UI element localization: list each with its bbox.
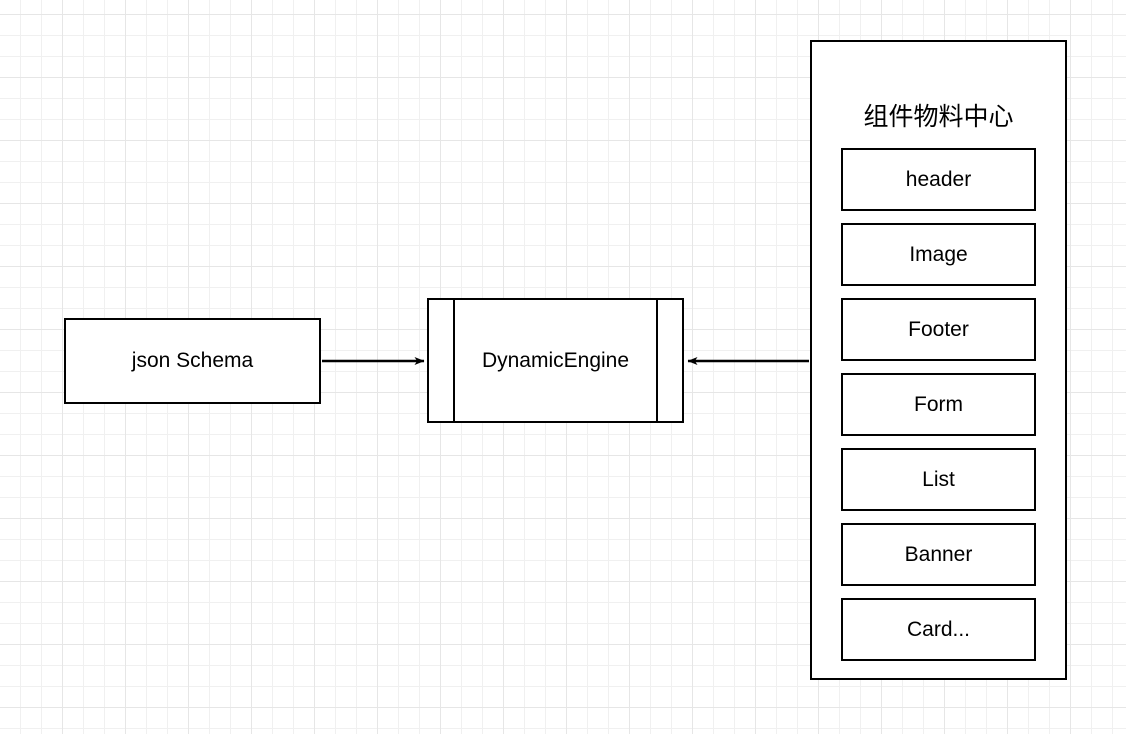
material-item-card[interactable]: Card... bbox=[841, 598, 1036, 661]
material-item-list: header Image Footer Form List Banner Car… bbox=[841, 148, 1036, 661]
material-center-title: 组件物料中心 bbox=[863, 102, 1014, 131]
material-item-image[interactable]: Image bbox=[841, 223, 1036, 286]
material-item-label: header bbox=[905, 167, 972, 191]
node-dynamic-engine-label: DynamicEngine bbox=[481, 349, 630, 372]
node-dynamic-engine[interactable]: DynamicEngine bbox=[427, 298, 684, 423]
process-bar-left bbox=[453, 298, 455, 423]
material-item-label: Card... bbox=[906, 617, 971, 641]
node-json-schema[interactable]: json Schema bbox=[64, 318, 321, 404]
material-item-banner[interactable]: Banner bbox=[841, 523, 1036, 586]
material-item-label: List bbox=[922, 467, 955, 491]
material-item-label: Form bbox=[914, 392, 963, 416]
material-item-label: Footer bbox=[908, 317, 969, 341]
material-item-header[interactable]: header bbox=[841, 148, 1036, 211]
material-item-list[interactable]: List bbox=[841, 448, 1036, 511]
material-item-form[interactable]: Form bbox=[841, 373, 1036, 436]
node-json-schema-label: json Schema bbox=[131, 349, 254, 372]
material-item-label: Image bbox=[909, 242, 968, 266]
node-material-center[interactable]: 组件物料中心 header Image Footer Form List Ban… bbox=[810, 40, 1067, 680]
material-item-label: Banner bbox=[904, 542, 973, 566]
material-item-footer[interactable]: Footer bbox=[841, 298, 1036, 361]
process-bar-right bbox=[656, 298, 658, 423]
